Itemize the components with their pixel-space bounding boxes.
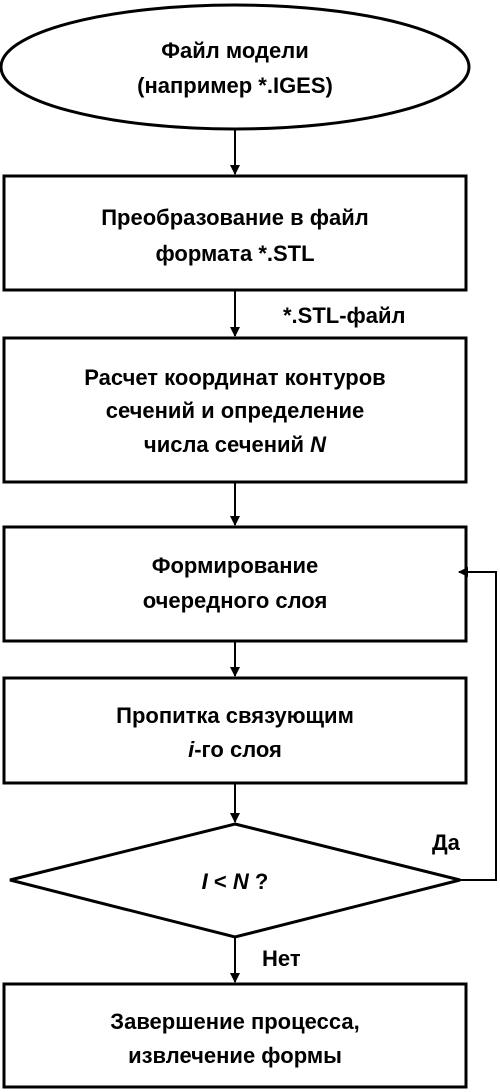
calc-var-n: N [310,432,327,457]
convert-line2: формата *.STL [155,241,314,266]
form-line1: Формирование [152,553,319,578]
calc-line2: сечений и определение [106,398,365,423]
form-line2: очередного слоя [143,588,328,613]
impregnate-line1: Пропитка связующим [116,703,354,728]
impregnate-var-i: i [188,737,195,762]
no-label: Нет [262,946,301,971]
yes-loop-arrow [458,567,497,881]
finish-line1: Завершение процесса, [110,1009,359,1034]
calc-line1: Расчет координат контуров [84,365,385,390]
impregnate-box [2,676,468,785]
decision-suffix: ? [249,869,269,894]
decision-var-n: N [233,869,250,894]
start-line1: Файл модели [161,38,308,63]
convert-box [2,174,468,292]
convert-line1: Преобразование в файл [101,205,369,230]
calc-line3: числа сечений N [144,432,327,457]
impregnate-line2-text: -го слоя [194,737,282,762]
start-ellipse [0,3,471,131]
decision-text: I < N ? [202,869,269,894]
stl-file-label: *.STL-файл [283,303,406,328]
finish-box [2,982,468,1089]
decision-op: < [208,869,233,894]
impregnate-line2: i-го слоя [188,737,282,762]
finish-line2: извлечение формы [128,1043,342,1068]
calc-line3-text: числа сечений [144,432,310,457]
decision-var-i: I [202,869,209,894]
calc-box [2,336,468,484]
start-line2: (например *.IGES) [137,73,333,98]
yes-label: Да [432,830,461,855]
form-layer-box [2,525,468,643]
